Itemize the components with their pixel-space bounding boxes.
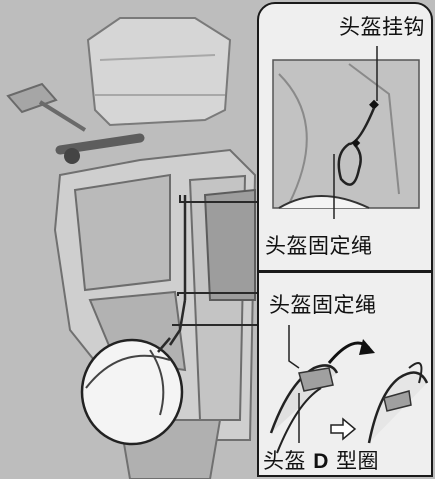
hook-detail-panel: 头盔挂钩 头盔固定绳 — [257, 2, 433, 272]
helmet-lock-wire-label-top: 头盔固定绳 — [265, 234, 373, 258]
d-ring-label-suffix: 型圈 — [336, 449, 380, 473]
helmet-hook-label: 头盔挂钩 — [339, 15, 425, 39]
helmet-lock-wire-label-bottom: 头盔固定绳 — [269, 293, 377, 317]
d-ring-label-letter: D — [313, 450, 329, 473]
d-ring-label: 头盔 D 型圈 — [263, 449, 380, 473]
d-ring-detail-panel: 头盔固定绳 头盔 D 型圈 — [257, 271, 433, 477]
arrow-right-icon — [330, 417, 357, 441]
helmet — [80, 337, 184, 446]
hook-detail-drawing — [272, 46, 420, 219]
d-ring-label-prefix: 头盔 — [263, 449, 306, 473]
d-ring-detail-drawing — [269, 325, 429, 454]
